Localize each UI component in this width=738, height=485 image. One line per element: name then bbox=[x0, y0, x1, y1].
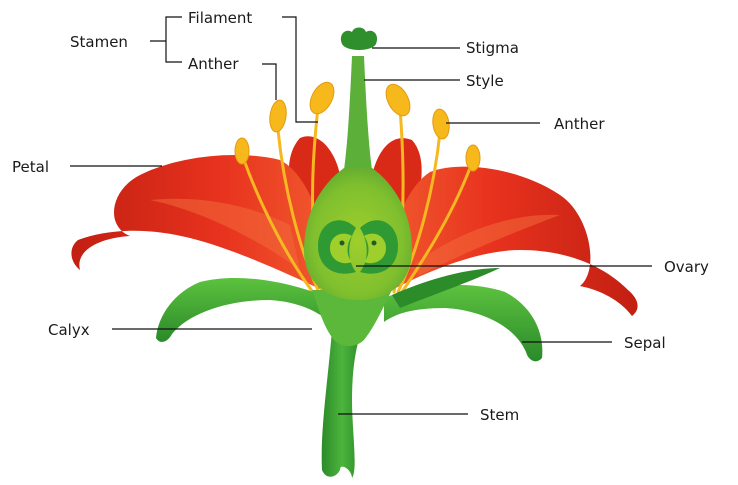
label-sepal: Sepal bbox=[624, 334, 666, 352]
anther-left-leader bbox=[262, 64, 276, 100]
label-petal: Petal bbox=[12, 158, 49, 176]
sepal-left bbox=[156, 278, 330, 342]
label-stigma: Stigma bbox=[466, 39, 519, 57]
petal-left bbox=[71, 155, 324, 290]
style-shape bbox=[344, 56, 372, 170]
stamen-bracket bbox=[150, 17, 182, 62]
anther-2 bbox=[305, 78, 339, 117]
ovule-left bbox=[340, 241, 345, 246]
stigma-shape bbox=[341, 28, 377, 51]
flower-illustration bbox=[71, 28, 637, 479]
anther-1 bbox=[268, 99, 288, 133]
label-filament: Filament bbox=[188, 9, 252, 27]
ovule-right bbox=[372, 241, 377, 246]
label-calyx: Calyx bbox=[48, 321, 90, 339]
stem-shape bbox=[322, 330, 362, 478]
anther-3 bbox=[235, 138, 249, 164]
anther-6 bbox=[466, 145, 480, 171]
label-stem: Stem bbox=[480, 406, 519, 424]
label-style: Style bbox=[466, 72, 504, 90]
label-ovary: Ovary bbox=[664, 258, 709, 276]
label-anther-left: Anther bbox=[188, 55, 239, 73]
label-stamen: Stamen bbox=[70, 33, 128, 51]
anther-4 bbox=[381, 80, 415, 119]
label-anther-right: Anther bbox=[554, 115, 605, 133]
anther-5 bbox=[431, 108, 451, 140]
